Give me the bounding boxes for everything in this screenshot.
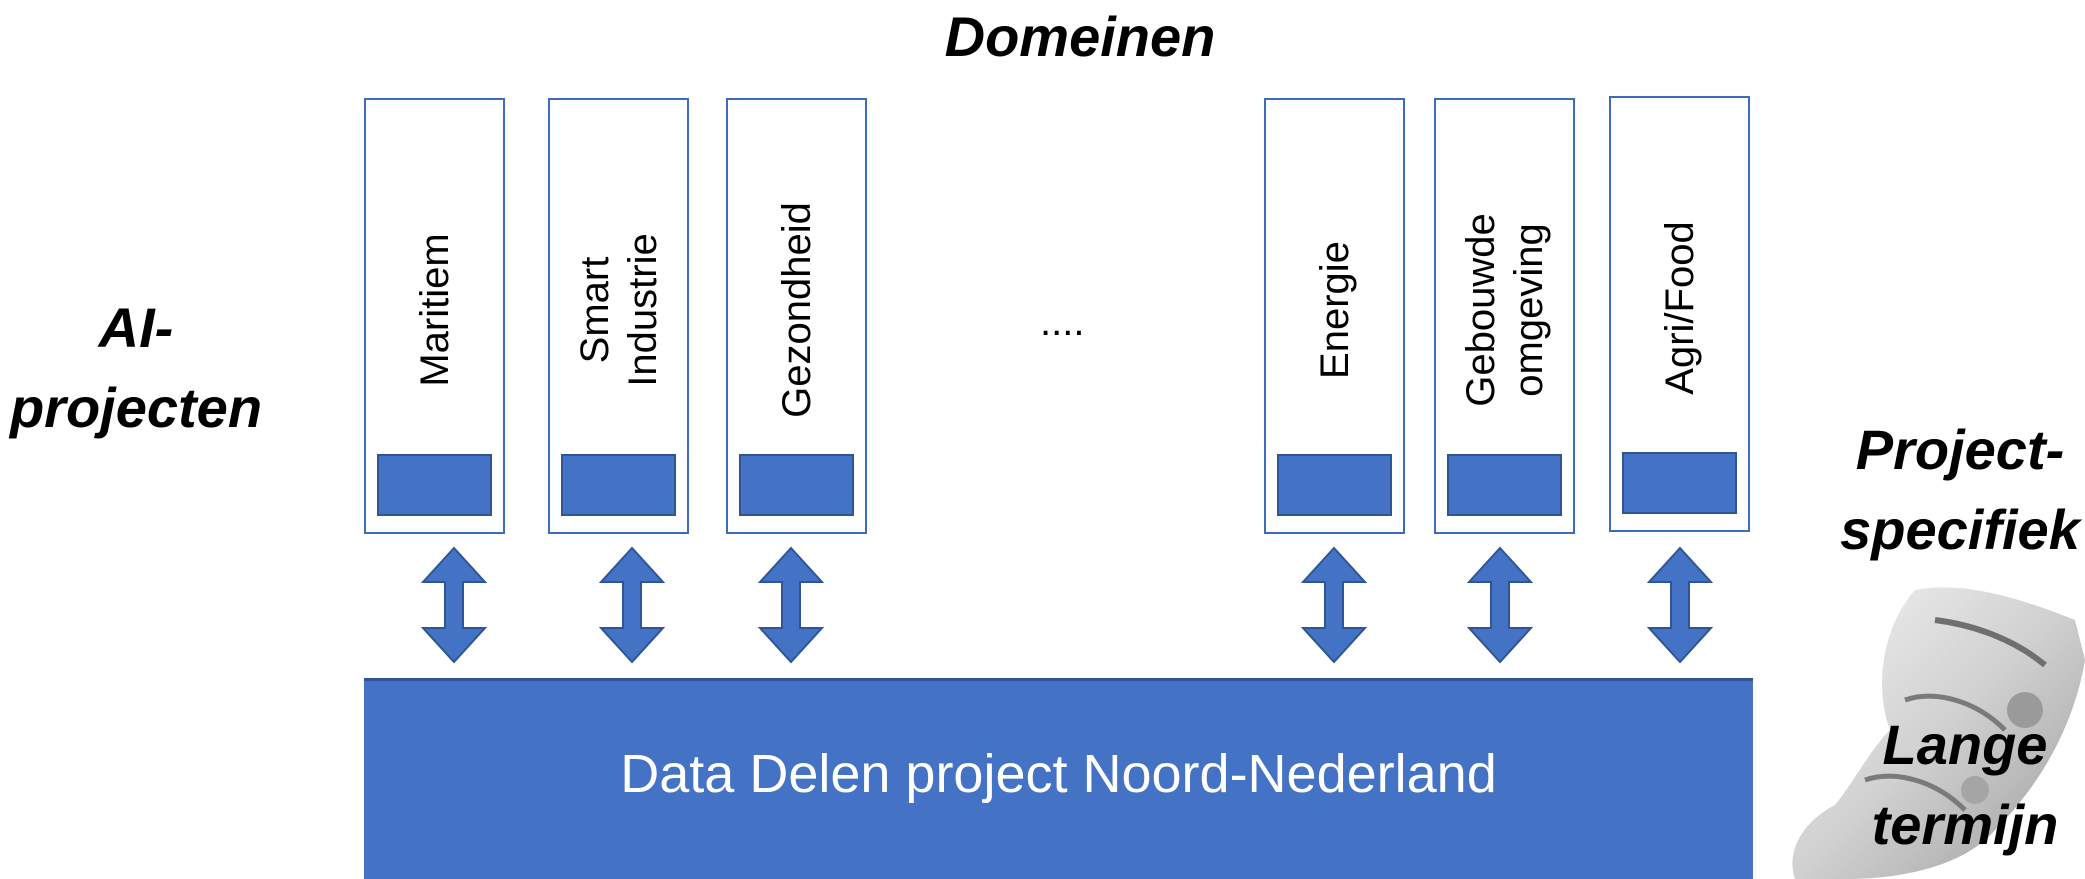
domain-data-block <box>739 454 854 516</box>
domain-data-block <box>377 454 492 516</box>
domain-box-energie: Energie <box>1264 98 1405 534</box>
domain-label: Gezondheid <box>774 202 819 418</box>
domain-data-block <box>1277 454 1392 516</box>
double-arrow-icon <box>1647 546 1713 664</box>
double-arrow-icon <box>421 546 487 664</box>
long-term-label: Lange termijn <box>1871 713 2059 856</box>
domain-data-block <box>1622 452 1737 514</box>
domain-label: Maritiem <box>412 233 457 387</box>
diagram-title: Domeinen <box>944 5 1216 68</box>
domain-data-block <box>561 454 676 516</box>
data-sharing-base-bar: Data Delen project Noord-Nederland <box>364 678 1753 879</box>
domain-label: Smart Industrie <box>572 233 665 387</box>
domain-box-maritiem: Maritiem <box>364 98 505 534</box>
double-arrow-icon <box>599 546 665 664</box>
domain-box-smart-industrie: Smart Industrie <box>548 98 689 534</box>
more-domains-ellipsis: .... <box>1040 300 1085 344</box>
domain-label: Gebouwde omgeving <box>1458 213 1551 407</box>
project-specific-label: Project- specifiek <box>1840 418 2080 561</box>
double-arrow-icon <box>1301 546 1367 664</box>
domain-data-block <box>1447 454 1562 516</box>
double-arrow-icon <box>1467 546 1533 664</box>
domain-box-agri-food: Agri/Food <box>1609 96 1750 532</box>
double-arrow-icon <box>758 546 824 664</box>
robot-hand-image <box>1792 587 2085 879</box>
domain-label: Agri/Food <box>1657 221 1702 395</box>
base-bar-label: Data Delen project Noord-Nederland <box>620 744 1497 804</box>
ai-projects-label: AI- projecten <box>9 296 263 439</box>
domain-box-gebouwde-omgeving: Gebouwde omgeving <box>1434 98 1575 534</box>
domain-box-gezondheid: Gezondheid <box>726 98 867 534</box>
domain-label: Energie <box>1312 241 1357 379</box>
